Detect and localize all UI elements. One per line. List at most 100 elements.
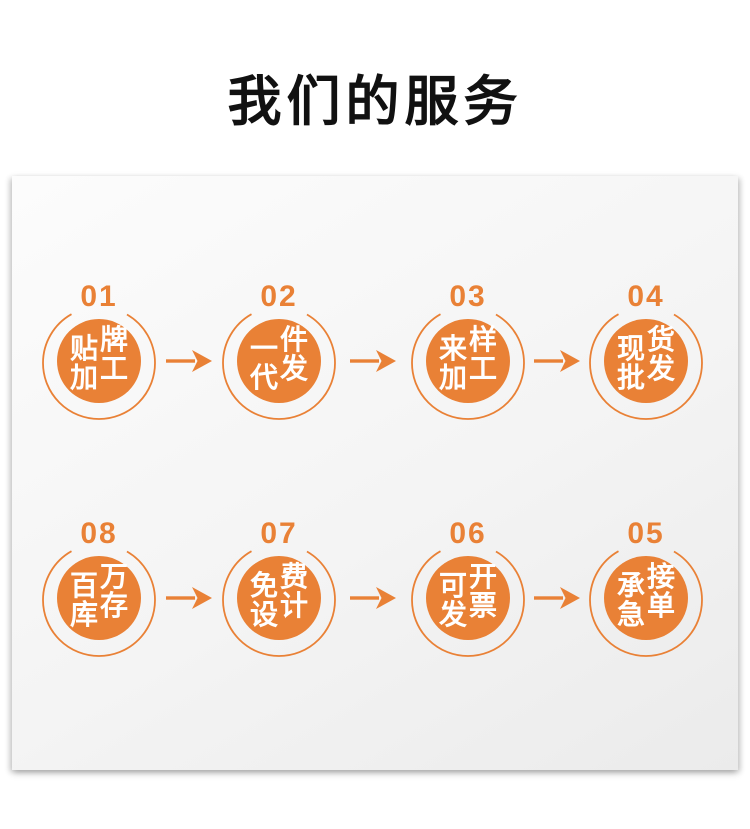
service-char: 发: [438, 599, 467, 630]
service-char: 设: [249, 599, 278, 630]
arrow-shaft: [166, 596, 195, 600]
service-circle: 百 万 库 存: [57, 556, 141, 640]
arrow-head: [376, 587, 396, 609]
service-label-line1: 来 样: [438, 325, 497, 364]
service-item: 01 贴 牌 加 工: [39, 280, 159, 433]
service-circle: 承 接 急 单: [604, 556, 688, 640]
arrow-head: [192, 587, 212, 609]
service-label-line2: 急 单: [617, 591, 675, 629]
service-item: 07 免 费 设 计: [219, 517, 339, 670]
service-char: 加: [69, 362, 98, 393]
service-circle: 现 货 批 发: [604, 319, 688, 403]
page-title: 我们的服务: [227, 72, 523, 132]
service-label-line2: 加 工: [438, 354, 497, 393]
service-char: 牌: [100, 324, 129, 355]
arrow-right-icon: [166, 350, 212, 372]
service-item: 08 百 万 库 存: [39, 517, 159, 670]
arrow-right-icon: [350, 587, 396, 609]
service-ring: [589, 543, 703, 657]
service-char: 存: [100, 590, 129, 621]
service-char: 件: [280, 324, 309, 355]
service-label-line1: 可 开: [438, 562, 497, 601]
arrow-head: [376, 350, 396, 372]
service-label-line1: 贴 牌: [69, 325, 128, 364]
service-char: 费: [280, 561, 309, 592]
service-number: 01: [80, 280, 118, 313]
service-char: 可: [438, 570, 467, 601]
service-char: 库: [69, 599, 98, 630]
service-ring-circle: [222, 543, 336, 657]
service-ring: [411, 543, 525, 657]
service-ring: [411, 306, 525, 420]
service-char: 工: [100, 353, 129, 384]
arrow-right-icon: [534, 587, 580, 609]
service-char: 票: [469, 590, 498, 621]
services-panel: 01 贴 牌 加 工 02: [12, 176, 738, 770]
service-label-line1: 百 万: [70, 562, 128, 600]
arrow-shaft: [166, 359, 195, 363]
service-label-line1: 一 件: [249, 325, 308, 364]
service-ring-circle: [411, 543, 525, 657]
service-char: 货: [647, 324, 676, 355]
service-label-line2: 代 发: [249, 354, 308, 393]
service-char: 来: [438, 333, 467, 364]
service-item: 02 一 件 代 发: [219, 280, 339, 433]
arrow-shaft: [350, 359, 379, 363]
service-char: 一: [249, 333, 278, 364]
service-circle: 一 件 代 发: [237, 319, 321, 403]
service-ring: [42, 543, 156, 657]
service-label-line2: 设 计: [249, 591, 308, 630]
arrow-shaft: [534, 359, 563, 363]
service-ring-circle: [222, 306, 336, 420]
service-number: 05: [627, 517, 665, 550]
service-label-line1: 现 货: [617, 325, 675, 363]
service-number: 02: [260, 280, 298, 313]
service-item: 04 现 货 批 发: [586, 280, 706, 433]
service-ring-circle: [42, 306, 156, 420]
arrow-head: [560, 587, 580, 609]
service-label-line2: 批 发: [616, 354, 675, 393]
service-char: 免: [249, 570, 278, 601]
service-label-line2: 加 工: [69, 354, 128, 393]
service-label-line2: 库 存: [69, 591, 128, 630]
service-number: 03: [449, 280, 487, 313]
service-item: 06 可 开 发 票: [408, 517, 528, 670]
service-circle: 可 开 发 票: [426, 556, 510, 640]
service-ring-circle: [589, 543, 703, 657]
service-char: 加: [438, 362, 467, 393]
service-circle: 来 样 加 工: [426, 319, 510, 403]
arrow-right-icon: [350, 350, 396, 372]
service-ring-circle: [411, 306, 525, 420]
service-char: 批: [616, 362, 645, 393]
service-label-line2: 发 票: [438, 591, 497, 630]
service-item: 03 来 样 加 工: [408, 280, 528, 433]
service-item: 05 承 接 急 单: [586, 517, 706, 670]
arrow-right-icon: [166, 587, 212, 609]
service-char: 发: [647, 353, 676, 384]
service-char: 贴: [69, 333, 98, 364]
arrow-right-icon: [534, 350, 580, 372]
arrow-head: [192, 350, 212, 372]
service-label-line1: 承 接: [616, 562, 675, 601]
service-ring-circle: [589, 306, 703, 420]
service-char: 工: [469, 353, 498, 384]
service-char: 样: [469, 324, 498, 355]
service-number: 08: [80, 517, 118, 550]
service-char: 承: [616, 570, 645, 601]
service-char: 万: [100, 561, 129, 592]
arrow-shaft: [534, 596, 563, 600]
service-circle: 贴 牌 加 工: [57, 319, 141, 403]
service-char: 发: [280, 353, 309, 384]
service-label-line1: 免 费: [249, 562, 308, 601]
service-number: 04: [627, 280, 665, 313]
service-ring: [589, 306, 703, 420]
service-number: 06: [449, 517, 487, 550]
service-number: 07: [260, 517, 298, 550]
service-char: 代: [249, 362, 278, 393]
arrow-head: [560, 350, 580, 372]
service-ring: [42, 306, 156, 420]
service-ring-circle: [42, 543, 156, 657]
service-char: 开: [469, 561, 498, 592]
service-char: 单: [647, 590, 676, 621]
